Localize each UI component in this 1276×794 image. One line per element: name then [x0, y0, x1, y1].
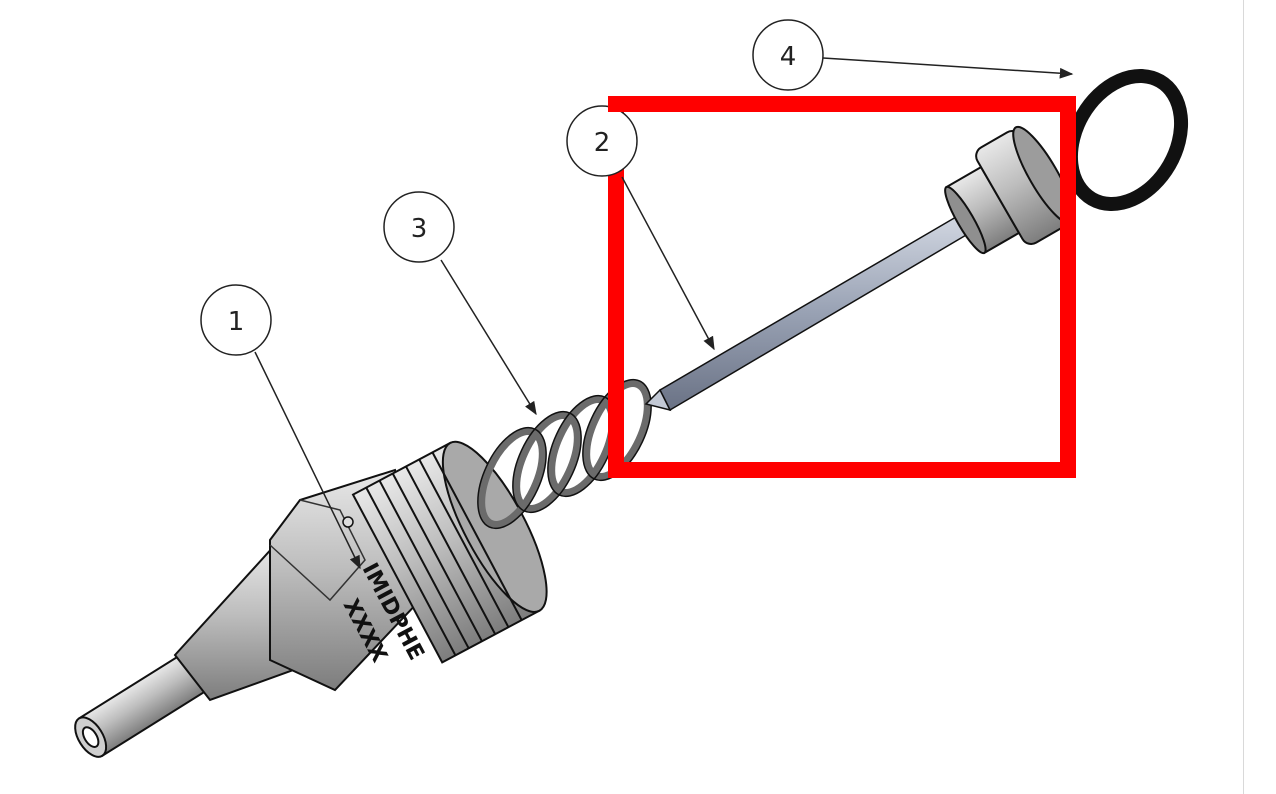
- leader-line-1: [254, 351, 361, 570]
- balloon-1: 1: [200, 284, 272, 356]
- needle-pin-part: [644, 125, 1075, 412]
- balloon-4: 4: [752, 19, 824, 91]
- balloon-3-label: 3: [411, 214, 428, 244]
- leader-line-3: [440, 259, 537, 416]
- o-ring-part: [1063, 69, 1189, 211]
- page-right-border: [1243, 0, 1244, 794]
- balloon-4-label: 4: [780, 42, 797, 72]
- nozzle-body-part: IMIDPHE XXXX: [74, 440, 548, 758]
- balloon-3: 3: [383, 191, 455, 263]
- leader-line-4: [822, 57, 1074, 79]
- balloon-2-label: 2: [594, 128, 611, 158]
- leader-line-2: [621, 176, 715, 351]
- balloon-2: 2: [566, 105, 638, 177]
- spring-part: [478, 380, 651, 528]
- spring-outline: [477, 378, 652, 530]
- balloon-1-label: 1: [228, 307, 245, 337]
- leader-lines: [254, 57, 1074, 570]
